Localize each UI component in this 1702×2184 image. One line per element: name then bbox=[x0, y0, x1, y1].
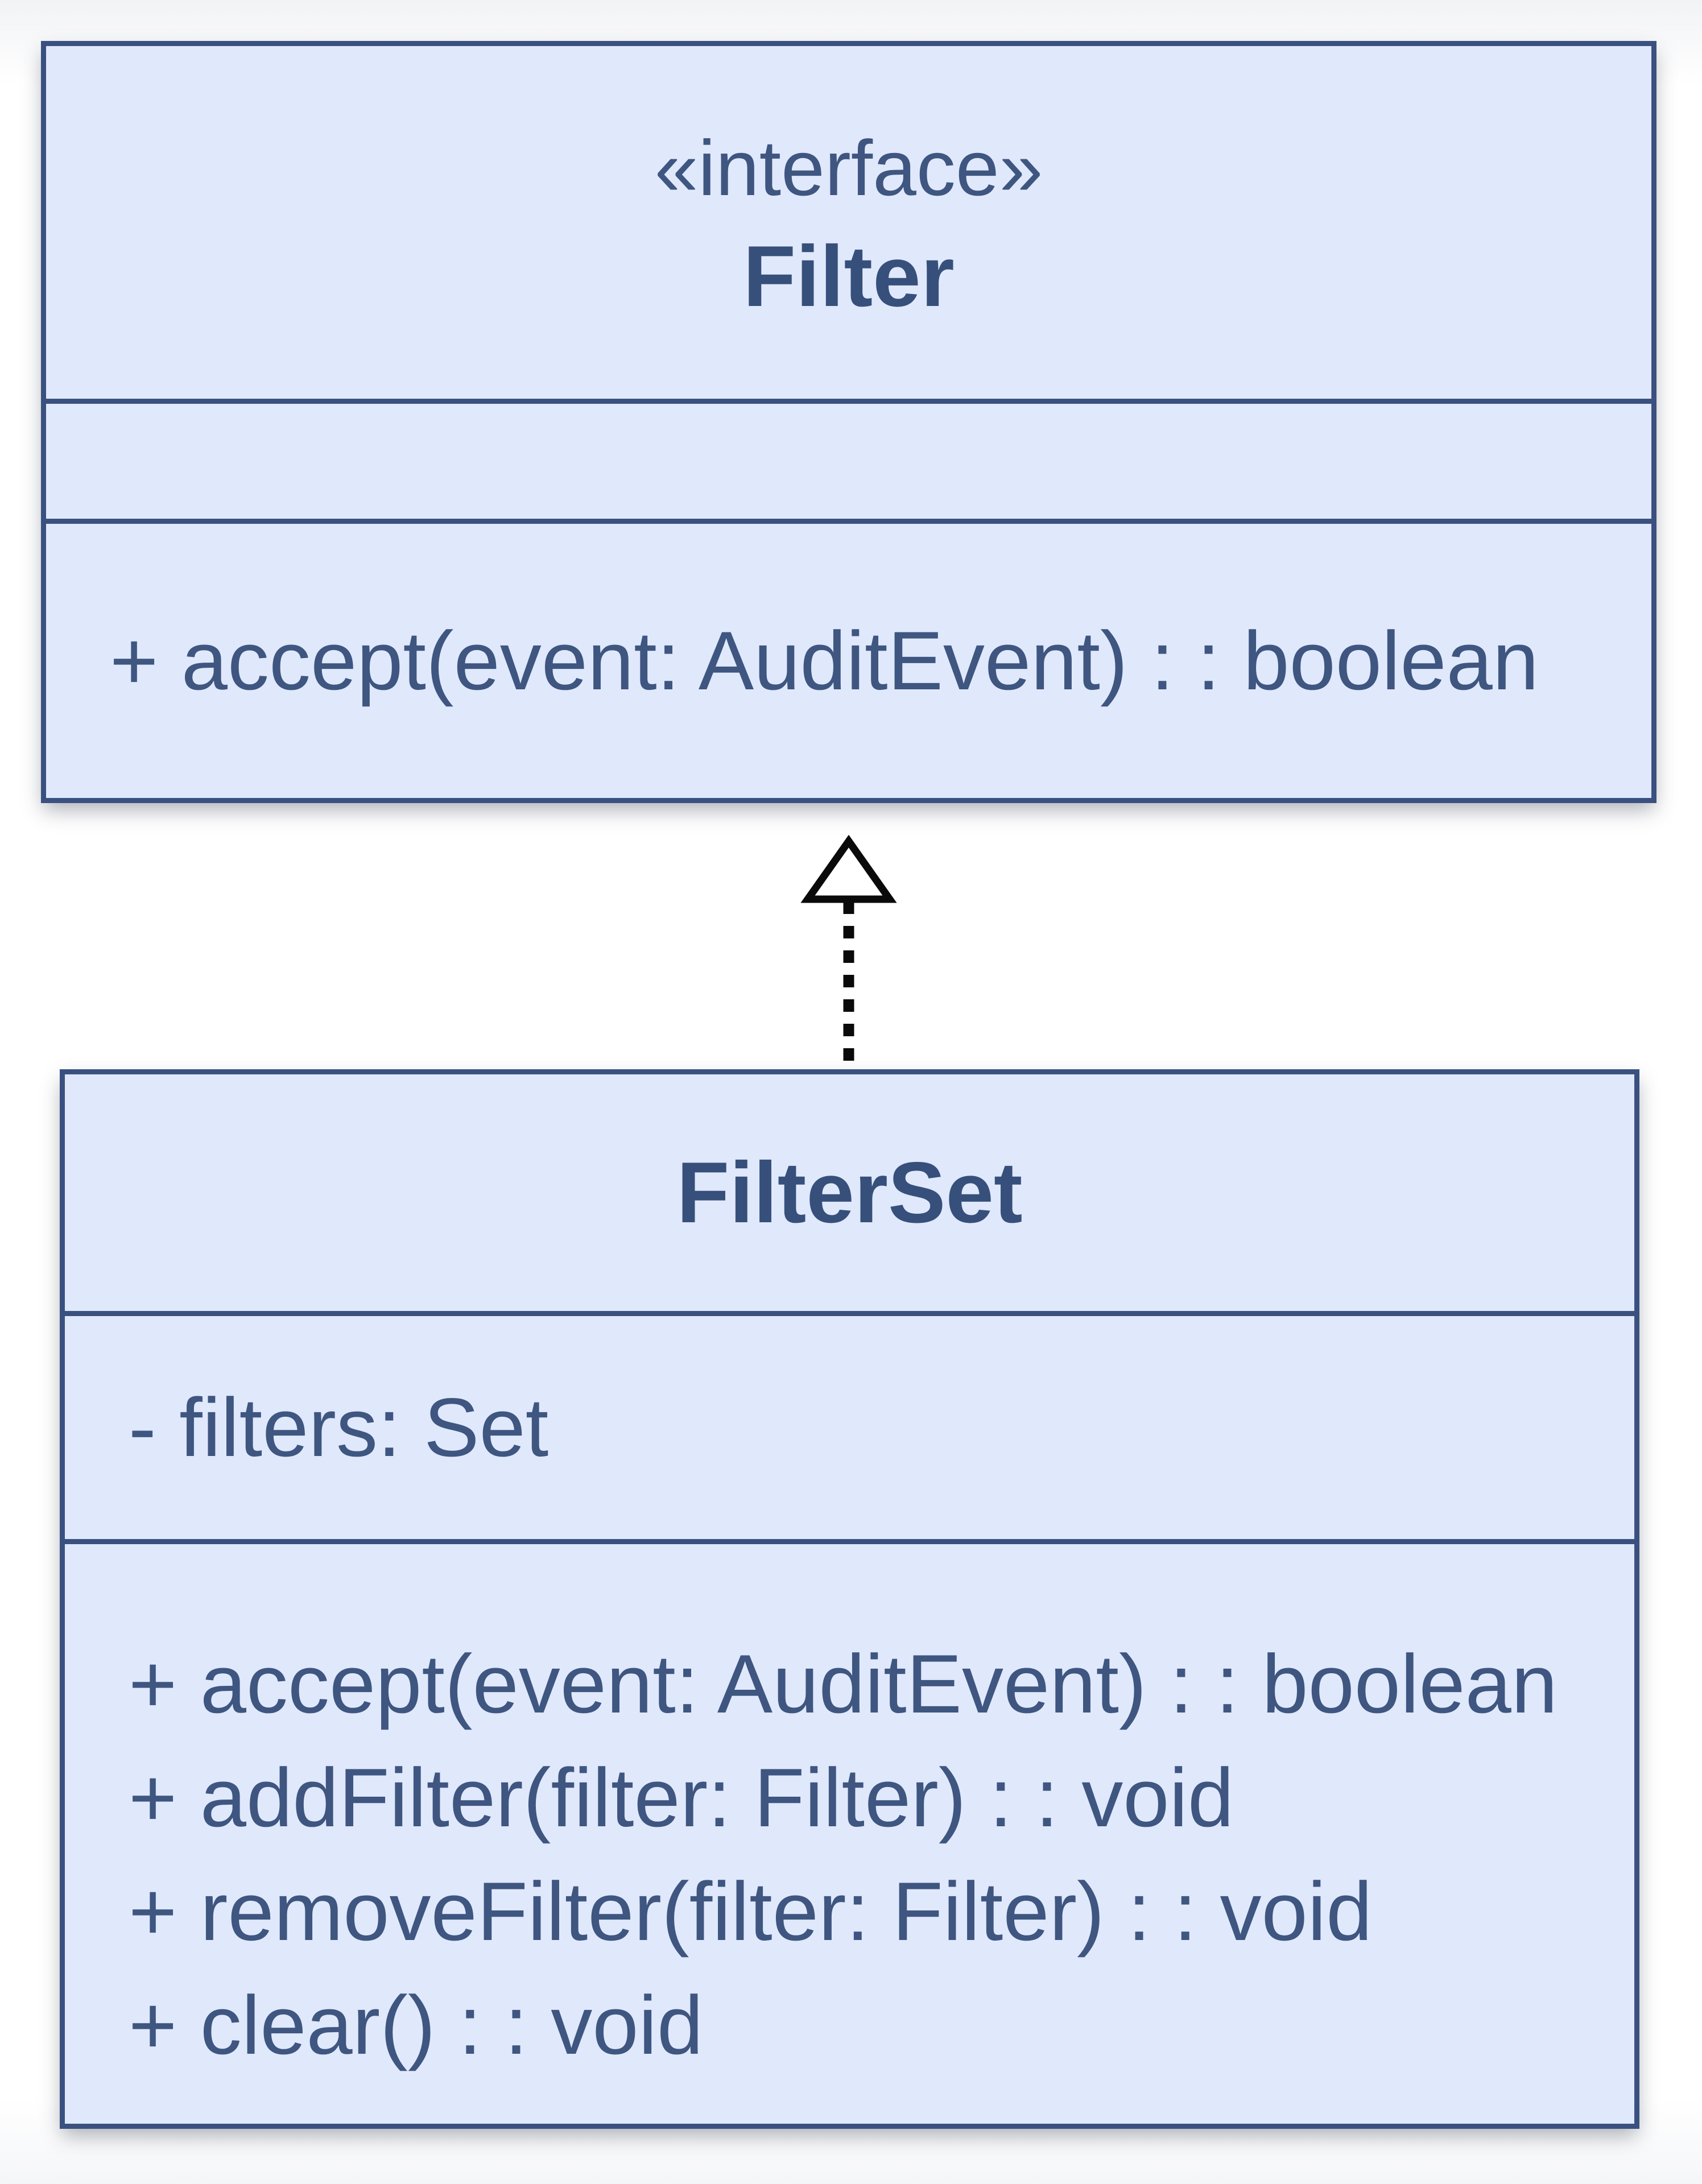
class-box-filterset: FilterSet - filters: Set + accept(event:… bbox=[60, 1069, 1639, 2129]
filter-title-compartment: «interface» Filter bbox=[46, 46, 1651, 399]
filterset-attributes-compartment: - filters: Set bbox=[65, 1311, 1634, 1539]
method-line: + removeFilter(filter: Filter) : : void bbox=[129, 1865, 1373, 1958]
method-line: + clear() : : void bbox=[129, 1979, 704, 2071]
filter-class-name: Filter bbox=[743, 228, 955, 325]
filterset-class-name: FilterSet bbox=[676, 1144, 1023, 1241]
filterset-title-compartment: FilterSet bbox=[65, 1074, 1634, 1311]
hollow-triangle-arrowhead bbox=[800, 834, 897, 903]
method-line: + accept(event: AuditEvent) : : boolean bbox=[110, 614, 1539, 707]
filter-stereotype: «interface» bbox=[654, 124, 1043, 212]
attribute-line: - filters: Set bbox=[129, 1381, 549, 1474]
filter-attributes-compartment bbox=[46, 399, 1651, 519]
class-box-filter: «interface» Filter + accept(event: Audit… bbox=[41, 41, 1656, 803]
filterset-methods-compartment: + accept(event: AuditEvent) : : boolean +… bbox=[65, 1539, 1634, 2124]
filter-methods-compartment: + accept(event: AuditEvent) : : boolean bbox=[46, 519, 1651, 798]
method-line: + accept(event: AuditEvent) : : boolean bbox=[129, 1637, 1558, 1730]
method-line: + addFilter(filter: Filter) : : void bbox=[129, 1751, 1234, 1844]
